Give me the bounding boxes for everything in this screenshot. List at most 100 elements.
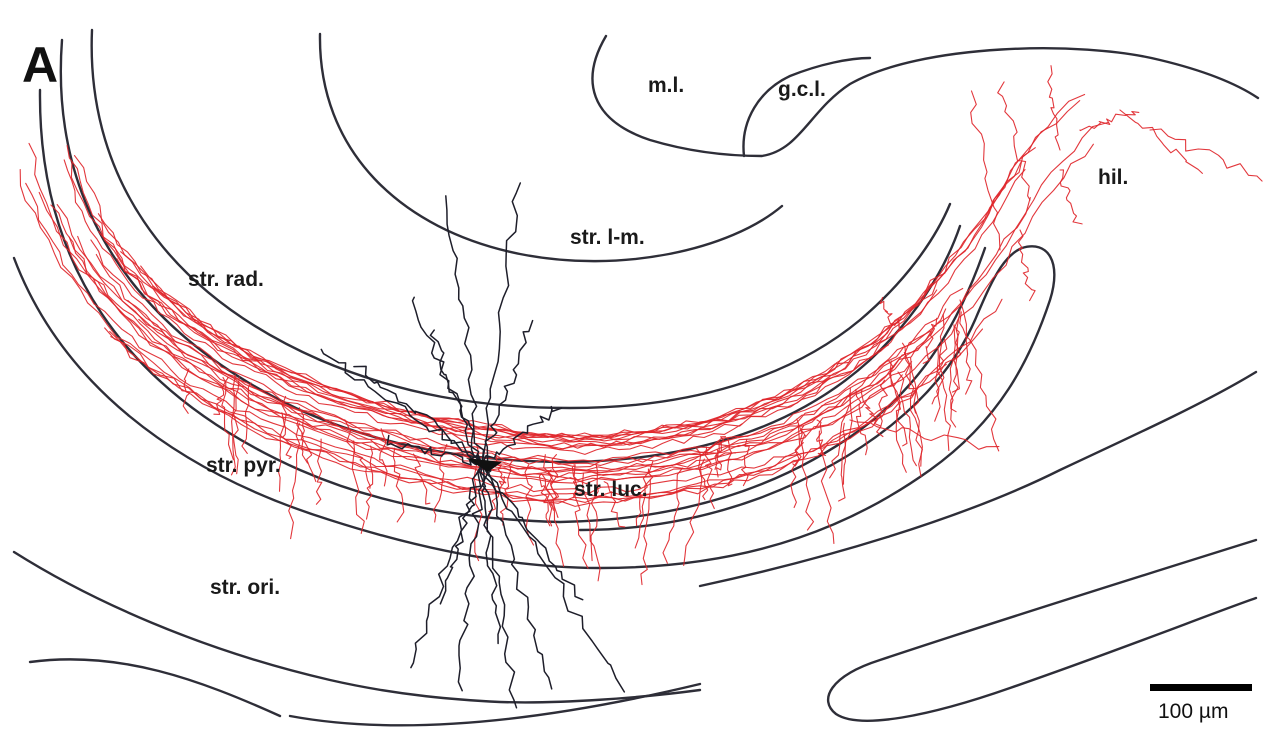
axon-branch [888, 360, 908, 447]
axon-strand [109, 330, 947, 503]
axon-strand [50, 204, 737, 478]
axon-branch [903, 351, 923, 467]
axon-branch [950, 327, 959, 413]
axon-branch [922, 317, 938, 364]
boundary-bottom-left [28, 658, 282, 718]
scale-bar-label: 100 µm [1158, 700, 1228, 723]
dendrite [386, 434, 483, 466]
dendrite [481, 463, 626, 693]
label-str-lm: str. l-m. [570, 226, 645, 249]
neuron-soma-icon [466, 458, 502, 472]
axon-branch [727, 438, 733, 487]
axon-branch [412, 453, 431, 505]
axon-branch [582, 472, 601, 582]
boundary-str-lm [318, 32, 784, 263]
axon-branch [543, 454, 565, 567]
boundary-lower-left [12, 550, 702, 704]
axon-branch [540, 473, 551, 527]
axon-branch [934, 313, 945, 422]
label-hil: hil. [1098, 166, 1128, 189]
axon-hilar-branch [1059, 169, 1083, 225]
axon-hilar-branch [849, 419, 1000, 450]
dendrite [439, 463, 483, 605]
axon-branch [634, 460, 654, 549]
label-gcl: g.c.l. [778, 78, 826, 101]
axon-branch [182, 368, 191, 414]
axon-strand [153, 147, 1036, 442]
axon-branch [635, 468, 650, 527]
axon-branch [816, 419, 827, 457]
axon-strand [97, 213, 897, 438]
layer-boundaries [12, 28, 1260, 727]
axon-arbor [19, 65, 1263, 586]
axon-branch [392, 447, 405, 523]
axon-branch [901, 342, 920, 414]
boundary-gcl [742, 56, 872, 158]
dendrite [457, 463, 485, 692]
axon-branch [714, 436, 727, 470]
dendritic-tree [320, 182, 626, 709]
axon-branch [948, 324, 957, 428]
axon-branch [796, 418, 815, 531]
axon-strand [127, 299, 947, 468]
axon-branch [936, 345, 951, 452]
dendrite [353, 365, 483, 465]
dendrite [478, 463, 502, 645]
axon-hilar-branch [1079, 111, 1140, 132]
label-str-pyr: str. pyr. [206, 454, 281, 477]
axon-branch [951, 308, 962, 393]
dendrite [410, 463, 483, 669]
dendrite [445, 195, 485, 465]
axon-branch [379, 428, 388, 487]
boundary-outer-alveus [12, 245, 1056, 570]
axon-branch [315, 438, 323, 505]
label-str-ori: str. ori. [210, 576, 280, 599]
axon-branch [230, 376, 240, 476]
axon-hilar-branch [1149, 128, 1263, 182]
dendrite [481, 463, 584, 601]
axon-branch [221, 376, 234, 461]
axon-hilar-branch [970, 90, 1001, 251]
dendrite [411, 296, 483, 465]
axon-hilar-branch [959, 299, 1000, 452]
axon-branch [278, 395, 287, 492]
axon-strand [66, 144, 831, 445]
scale-bar: 100 µm [1150, 684, 1252, 723]
axon-hilar-branch [1047, 65, 1061, 151]
axon-branch [571, 466, 589, 569]
axon-branch [715, 441, 723, 478]
panel-letter: A [22, 37, 58, 93]
boundary-right-finger [826, 538, 1258, 722]
dendrite [481, 319, 534, 465]
axon-branch [603, 481, 626, 528]
axon-branch [860, 389, 882, 427]
boundary-ml [591, 34, 1260, 158]
axon-branch [741, 438, 750, 487]
axon-branch [241, 382, 252, 454]
axon-branch [876, 379, 888, 438]
axon-strand [116, 169, 1026, 451]
axon-branch [640, 478, 651, 586]
axon-branch [538, 473, 554, 511]
label-str-luc: str. luc. [574, 478, 648, 501]
boundary-bottom [288, 682, 702, 727]
dendrite [429, 329, 483, 465]
axon-branch [931, 338, 948, 405]
axon-branch [432, 443, 448, 523]
axon-strand [63, 159, 743, 455]
boundary-right-lower [698, 370, 1258, 588]
axon-strand [152, 162, 1022, 443]
axon-strand [28, 142, 903, 485]
axon-branch [959, 311, 973, 395]
dendrite [481, 405, 563, 466]
axon-branch [365, 445, 374, 520]
boundary-luc-rad [90, 28, 952, 410]
axon-strand [95, 253, 932, 466]
axon-branch [499, 459, 514, 526]
axon-strand [19, 168, 899, 498]
axon-branch [590, 464, 599, 562]
axon-branch [486, 476, 505, 524]
axon-hilar-branch [879, 296, 901, 331]
axon-branch [897, 371, 917, 467]
axon-hilar-branch [997, 81, 1031, 201]
